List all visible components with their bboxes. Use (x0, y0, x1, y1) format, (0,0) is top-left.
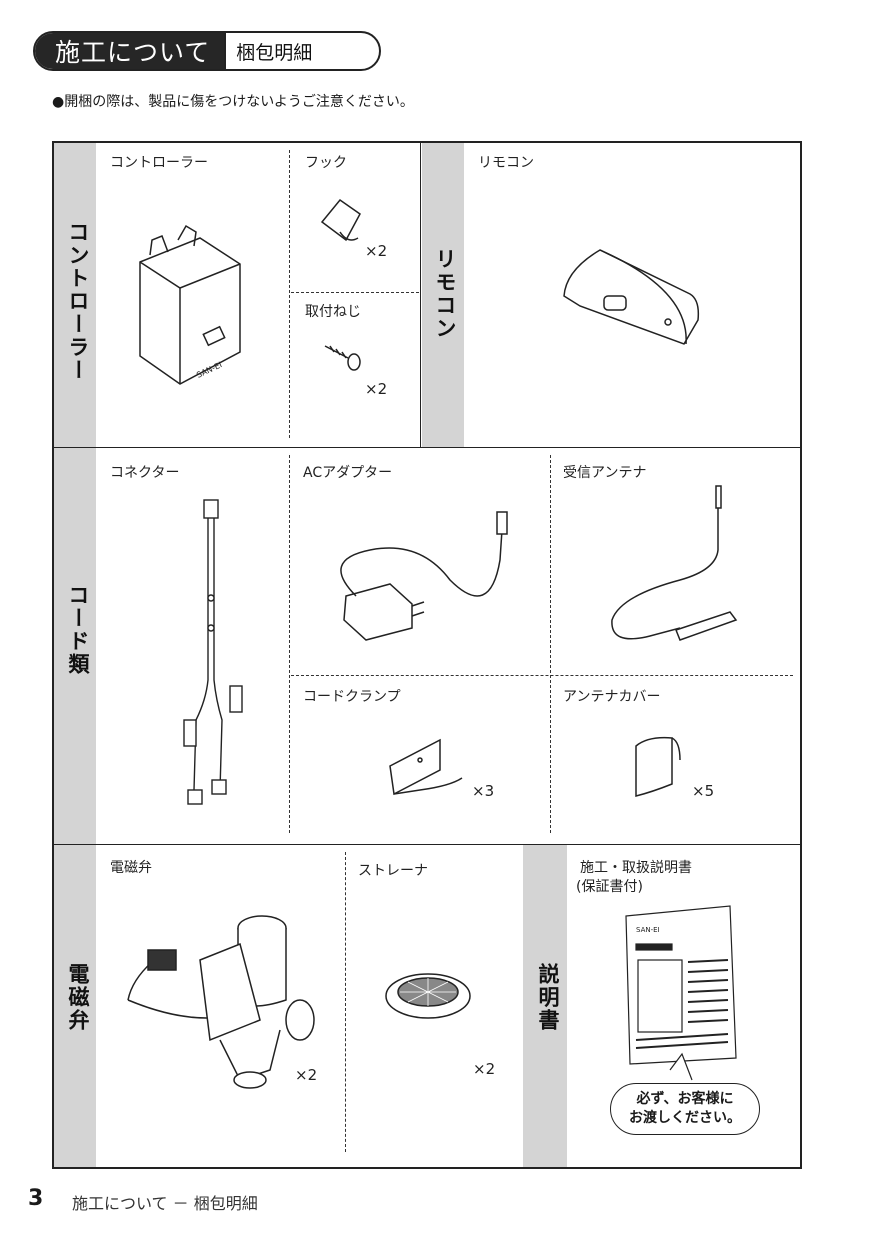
band-valve: 電磁弁 (54, 845, 96, 1167)
qty-cord-clamp: ×3 (472, 782, 495, 800)
divider (54, 447, 800, 448)
callout-line-1: 必ず、お客様に (636, 1091, 734, 1107)
caution-note: ●開梱の際は、製品に傷をつけないようご注意ください。 (52, 94, 414, 110)
band-label-controller: コントローラー (66, 221, 90, 382)
remote-illustration (563, 249, 700, 345)
band-controller: コントローラー (54, 143, 96, 447)
callout-line-2: お渡しください。 (629, 1110, 741, 1126)
label-antenna-cover: アンテナカバー (563, 689, 661, 705)
controller-box-illustration: SAN-EI (139, 224, 241, 385)
strainer-illustration (385, 973, 471, 1019)
screw-illustration (324, 345, 361, 371)
subtitle-box: 梱包明細 (224, 33, 312, 69)
antenna-illustration (611, 485, 738, 641)
connector-cable-illustration (183, 499, 243, 805)
label-hook: フック (305, 155, 347, 171)
hook-illustration (320, 198, 361, 242)
band-remote: リモコン (422, 143, 464, 447)
solenoid-valve-illustration (127, 915, 315, 1089)
label-screw: 取付ねじ (305, 304, 361, 320)
divider (289, 455, 290, 833)
band-manual: 説明書 (523, 845, 567, 1167)
divider (54, 844, 800, 845)
packing-list-table (52, 141, 802, 1169)
label-remote: リモコン (478, 155, 534, 171)
label-ac-adapter: ACアダプター (303, 465, 393, 481)
svg-text:SAN-EI: SAN-EI (636, 926, 660, 934)
band-label-remote: リモコン (433, 248, 457, 340)
section-header: 施工について 梱包明細 (33, 31, 381, 71)
manual-booklet-illustration: SAN-EI (625, 905, 737, 1081)
label-controller: コントローラー (110, 155, 208, 171)
divider (420, 143, 421, 447)
band-label-cords: コード類 (66, 584, 90, 676)
cord-clamp-illustration (389, 738, 463, 796)
divider (291, 292, 419, 293)
qty-strainer: ×2 (473, 1060, 496, 1078)
divider (291, 675, 793, 676)
label-connector: コネクター (110, 465, 180, 481)
divider (550, 455, 551, 833)
label-manual-title: 施工・取扱説明書 (580, 860, 692, 876)
label-strainer: ストレーナ (358, 863, 428, 879)
qty-screw: ×2 (365, 380, 388, 398)
handover-callout: 必ず、お客様に お渡しください。 (610, 1083, 760, 1135)
divider (345, 852, 346, 1152)
page-number: 3 (28, 1186, 44, 1211)
section-subtitle: 梱包明細 (236, 41, 313, 64)
section-title: 施工について (35, 33, 225, 69)
qty-valve: ×2 (295, 1066, 318, 1084)
qty-hook: ×2 (365, 242, 388, 260)
label-cord-clamp: コードクランプ (303, 689, 401, 705)
ac-adapter-illustration (340, 511, 508, 641)
qty-antenna-cover: ×5 (692, 782, 715, 800)
antenna-cover-illustration (635, 736, 681, 797)
footer-text: 施工について － 梱包明細 (72, 1194, 258, 1213)
divider (289, 150, 290, 438)
band-label-manual: 説明書 (536, 963, 560, 1032)
band-label-valve: 電磁弁 (66, 963, 90, 1032)
label-manual-warranty: (保証書付) (576, 879, 643, 895)
label-antenna: 受信アンテナ (563, 465, 647, 481)
band-cords: コード類 (54, 448, 96, 844)
label-valve: 電磁弁 (110, 860, 152, 876)
